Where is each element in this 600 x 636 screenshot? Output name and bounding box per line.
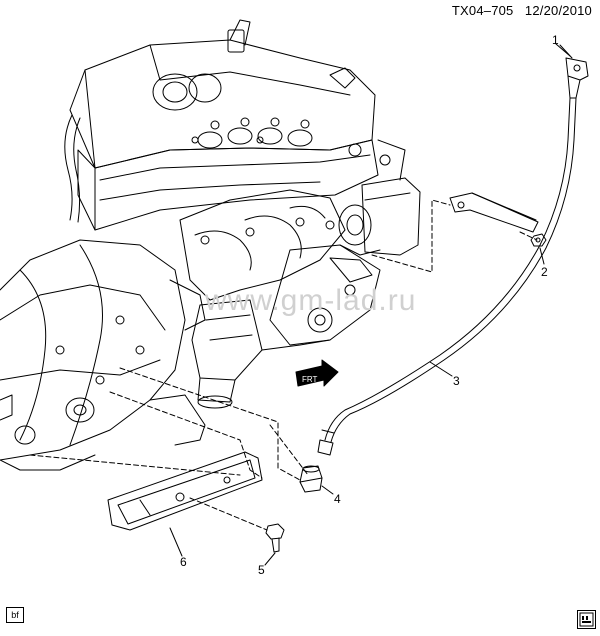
heat-shield [107, 451, 263, 531]
illustration-date: 12/20/2010 [524, 3, 592, 18]
view-code-box: bf [6, 607, 24, 623]
transmission-assembly [0, 239, 206, 471]
diagram-header: TX04–705 12/20/2010 [452, 3, 592, 18]
cover-bolts [191, 117, 310, 144]
ignition-coils [197, 127, 313, 149]
catalytic-converter [191, 299, 263, 409]
tube-seal [299, 465, 323, 493]
shield-bolt [265, 523, 285, 553]
oil-level-indicator [559, 44, 589, 99]
engine-assembly [64, 19, 421, 409]
oil-filter-housing [338, 139, 421, 256]
callout-6: 6 [180, 555, 187, 569]
oil-level-tube [317, 97, 577, 456]
callout-5: 5 [258, 563, 265, 577]
leader-lines [29, 199, 538, 531]
exhaust-manifold [179, 189, 346, 301]
callout-leaders [169, 43, 571, 566]
bracket-nut [530, 233, 547, 247]
front-arrow-icon [295, 359, 339, 387]
tube-bracket [449, 192, 539, 233]
callout-2: 2 [541, 265, 548, 279]
gm-logo-icon [577, 610, 596, 629]
callout-3: 3 [453, 374, 460, 388]
view-code-label: bf [11, 610, 19, 620]
callout-1: 1 [552, 33, 559, 47]
illustration-code: TX04–705 [451, 3, 514, 18]
callout-4: 4 [334, 492, 341, 506]
watermark-text: www.gm-lad.ru [204, 284, 416, 317]
front-arrow-label: FRT [302, 375, 318, 384]
